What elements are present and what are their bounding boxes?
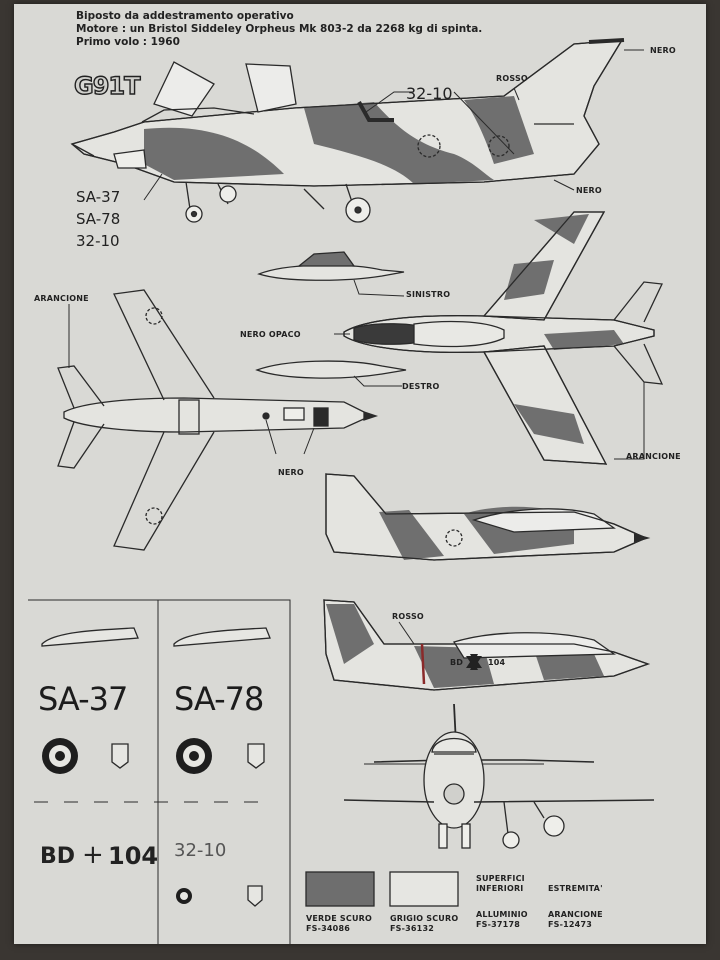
drawing-sheet: Biposto da addestramento operativo Motor… [14, 4, 706, 944]
label-nero-opaco: NERO OPACO [240, 330, 301, 339]
label-nero-fin: NERO [576, 186, 602, 195]
decal-panel [28, 599, 291, 944]
legend-code-verde: FS-34086 [306, 924, 350, 933]
decal-3210: 32-10 [174, 840, 227, 861]
swatch-grigio-scuro [389, 871, 459, 907]
label-sinistro: SINISTRO [406, 290, 451, 299]
front-view [343, 703, 655, 849]
label-104-small: 104 [488, 658, 506, 667]
decal-bd: BD [40, 844, 76, 869]
header-line-2: Motore : un Bristol Siddeley Orpheus Mk … [76, 23, 483, 35]
header: Biposto da addestramento operativo Motor… [76, 10, 482, 49]
plan-view-top [343, 211, 664, 465]
legend-name-alluminio: ALLUMINIO [476, 910, 528, 919]
aircraft-drawings [28, 38, 664, 944]
decal-sa78: SA-78 [174, 680, 264, 718]
legend-name-grigio: GRIGIO SCURO [390, 914, 459, 923]
label-serial-top: 32-10 [406, 84, 453, 103]
label-nero-mid: NERO [278, 468, 304, 477]
swatch-verde-scuro [305, 871, 375, 907]
decal-104: 104 [108, 842, 159, 870]
drop-tanks [255, 251, 407, 387]
legend-name-arancione: ARANCIONE [548, 910, 603, 919]
decal-plus: + [82, 840, 104, 870]
label-destro: DESTRO [402, 382, 440, 391]
label-bd-small: BD [450, 658, 464, 667]
label-arancione-left: ARANCIONE [34, 294, 89, 303]
decal-sa37: SA-37 [38, 680, 128, 718]
legend-note-arancione: ESTREMITA' [548, 884, 603, 893]
header-line-1: Biposto da addestramento operativo [76, 10, 294, 22]
code-3210: 32-10 [76, 232, 120, 250]
side-view-top [70, 38, 625, 223]
legend-code-arancione: FS-12473 [548, 920, 592, 929]
label-nero-top: NERO [650, 46, 676, 55]
label-arancione-right: ARANCIONE [626, 452, 681, 461]
header-line-3: Primo volo : 1960 [76, 36, 180, 48]
plan-view-left [57, 289, 379, 551]
side-view-middle [325, 473, 651, 561]
legend-code-grigio: FS-36132 [390, 924, 434, 933]
legend-name-verde: VERDE SCURO [306, 914, 372, 923]
logo: G91T [73, 71, 141, 100]
side-view-bottom [323, 599, 650, 691]
legend-note-alluminio: SUPERFICI INFERIORI [476, 874, 525, 893]
label-rosso-top: ROSSO [496, 74, 528, 83]
code-sa78: SA-78 [76, 210, 121, 228]
legend-code-alluminio: FS-37178 [476, 920, 520, 929]
code-sa37: SA-37 [76, 188, 121, 206]
label-rosso-bottom: ROSSO [392, 612, 424, 621]
